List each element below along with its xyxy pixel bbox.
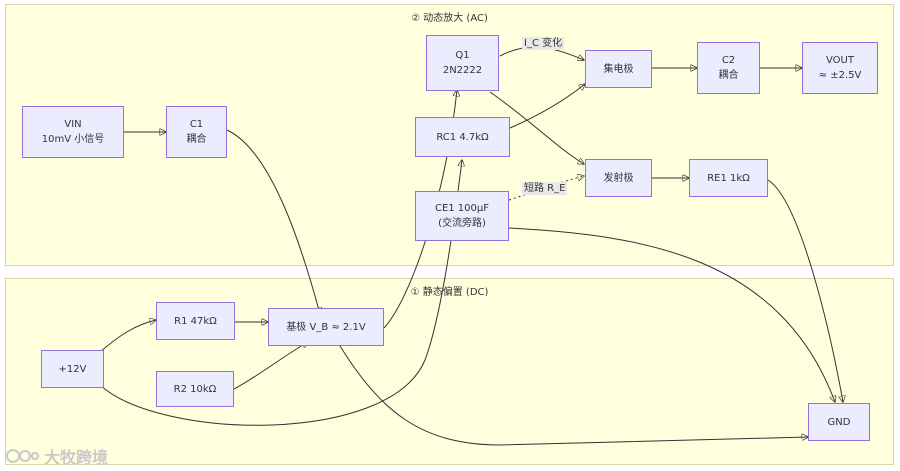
watermark-logo-icon — [6, 449, 39, 463]
node-vout-line2: ≈ ±2.5V — [818, 70, 862, 81]
node-gnd-line1: GND — [827, 416, 851, 428]
edge-vcc-r1 — [99, 320, 156, 353]
node-q1[interactable]: Q1 2N2222 — [426, 35, 499, 91]
node-r1-line1: R1 47kΩ — [174, 315, 217, 327]
node-q1-line2: 2N2222 — [442, 65, 483, 76]
node-r2-line1: R2 10kΩ — [173, 383, 217, 395]
cluster-ac-title: ② 动态放大 (AC) — [411, 13, 488, 24]
node-rc1[interactable]: RC1 4.7kΩ — [415, 117, 510, 157]
node-vcc-line1: +12V — [58, 363, 87, 375]
node-emitter-line1: 发射极 — [603, 172, 634, 184]
cluster-dc: ① 静态偏置 (DC) — [5, 278, 894, 465]
node-c2-line2: 耦合 — [718, 70, 739, 81]
edge-vcc-rc1 — [99, 160, 462, 426]
node-ce1-line1: CE1 100μF — [434, 203, 490, 214]
node-q1-line1: Q1 — [455, 50, 470, 61]
edge-re1-gnd — [767, 179, 843, 402]
node-vin-line1: VIN — [64, 119, 82, 130]
edge-base-gnd — [339, 345, 808, 446]
edge-label-short-re: 短路 R_E — [522, 182, 568, 195]
node-r2[interactable]: R2 10kΩ — [156, 371, 234, 407]
edge-label-ic-change: I_C 变化 — [522, 37, 565, 50]
node-c1-line1: C1 — [189, 119, 204, 130]
edge-ce1-gnd — [508, 227, 835, 402]
node-rc1-line1: RC1 4.7kΩ — [436, 131, 489, 143]
node-vcc[interactable]: +12V — [41, 350, 104, 388]
node-re1[interactable]: RE1 1kΩ — [689, 159, 768, 197]
watermark: 大牧跨境 — [6, 444, 108, 468]
node-vin-line2: 10mV 小信号 — [41, 134, 105, 145]
node-emitter[interactable]: 发射极 — [585, 159, 652, 197]
node-ce1-line2: (交流旁路) — [438, 218, 486, 229]
node-re1-line1: RE1 1kΩ — [707, 172, 750, 184]
node-vin[interactable]: VIN 10mV 小信号 — [22, 106, 124, 158]
node-gnd[interactable]: GND — [808, 403, 870, 441]
node-base-line1: 基极 V_B ≈ 2.1V — [286, 321, 366, 333]
edge-c1-base — [226, 129, 320, 314]
node-collector-line1: 集电极 — [603, 63, 634, 75]
watermark-text: 大牧跨境 — [44, 448, 109, 467]
node-vout[interactable]: VOUT ≈ ±2.5V — [802, 42, 878, 94]
node-ce1[interactable]: CE1 100μF (交流旁路) — [415, 191, 509, 241]
node-base[interactable]: 基极 V_B ≈ 2.1V — [268, 308, 384, 346]
edge-rc1-collector — [509, 84, 585, 129]
node-c1[interactable]: C1 耦合 — [166, 106, 227, 158]
node-c2-line1: C2 — [721, 55, 736, 66]
edge-r2-base — [233, 342, 308, 390]
node-vout-line1: VOUT — [826, 55, 854, 66]
node-r1[interactable]: R1 47kΩ — [156, 302, 235, 340]
edge-q1-emitter — [489, 91, 584, 164]
cluster-dc-title: ① 静态偏置 (DC) — [410, 287, 489, 298]
node-collector[interactable]: 集电极 — [585, 50, 652, 88]
node-c2[interactable]: C2 耦合 — [697, 42, 760, 94]
node-c1-line2: 耦合 — [186, 134, 207, 145]
